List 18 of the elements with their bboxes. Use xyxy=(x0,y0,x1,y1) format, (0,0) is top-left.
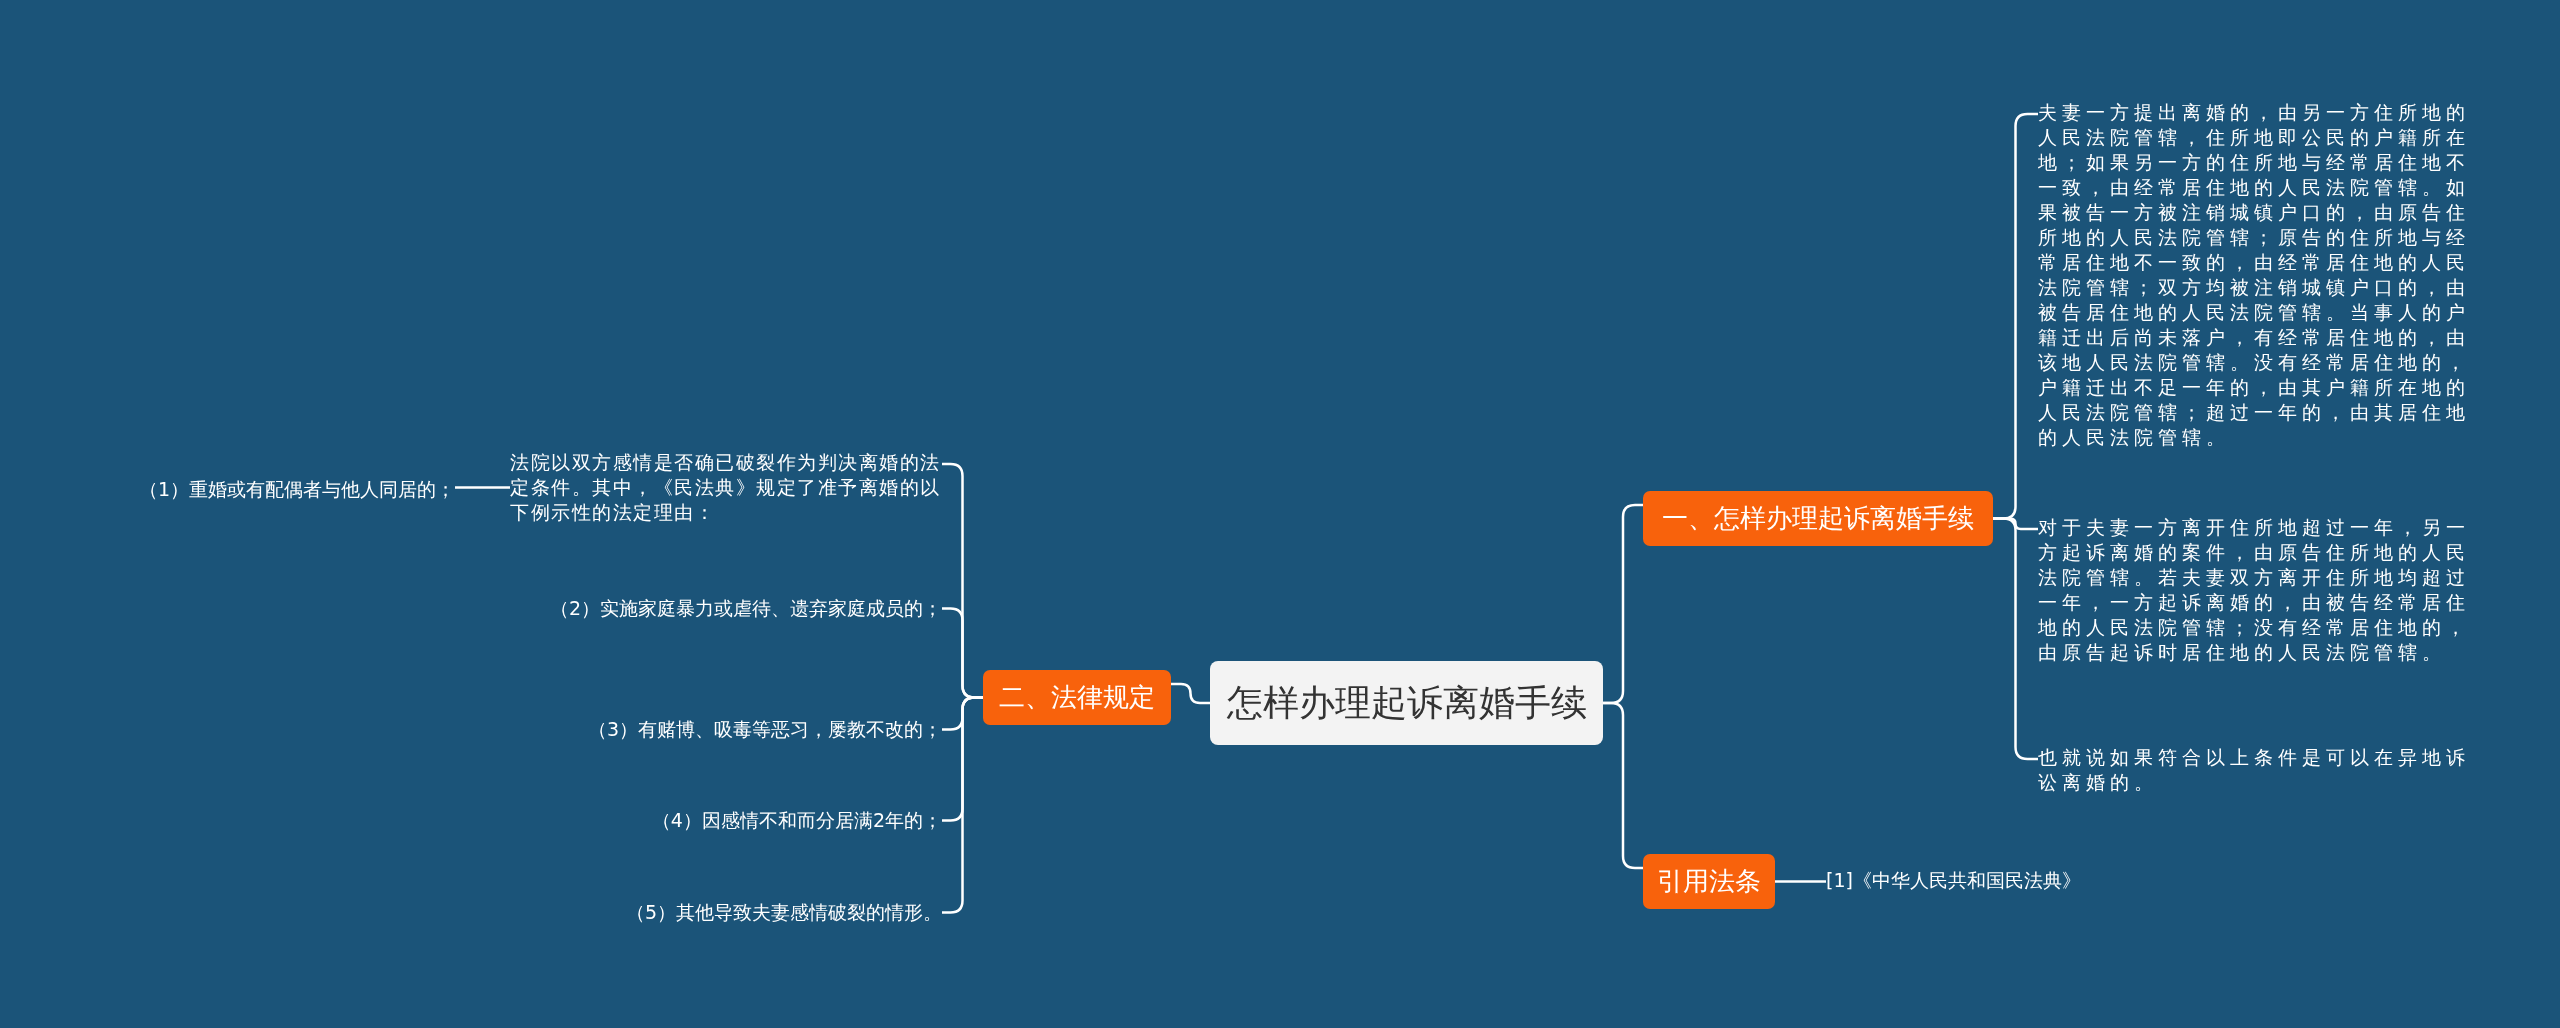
note-text: （3）有赌博、吸毒等恶习，屡教不改的； xyxy=(470,717,942,742)
connector-line xyxy=(1603,701,1643,870)
note-text: （2）实施家庭暴力或虐待、遗弃家庭成员的； xyxy=(470,596,942,621)
note-text: 对于夫妻一方离开住所地超过一年，另一方起诉离婚的案件，由原告住所地的人民法院管辖。若夫妻双方离开住所地均超过一年，一方起诉离婚的，由被告经常居住地的人民法院管辖；没有经常居住地的，由原告起诉时居住地的人民法院管辖。 xyxy=(2038,515,2478,665)
note-text: 夫妻一方提出离婚的，由另一方住所地的人民法院管辖，住所地即公民的户籍所在地；如果另一方的住所地与经常居住地不一致，由经常居住地的人民法院管辖。如果被告一方被注销城镇户口的，由原告住所地的人民法院管辖；原告的住所地与经常居住地不一致的，由经常居住地的人民法院管辖；双方均被注销城镇户口的，由被告居住地的人民法院管辖。当事人的户籍迁出后尚未落户，有经常居住地的，由该地人民法院管辖。没有经常居住地的，户籍迁出不足一年的，由其户籍所在地的人民法院管辖；超过一年的，由其居住地的人民法院管辖。 xyxy=(2038,100,2478,450)
note-text: （5）其他导致夫妻感情破裂的情形。 xyxy=(470,900,942,925)
connector-line xyxy=(455,486,510,489)
connector-line xyxy=(1775,880,1826,883)
connector-line xyxy=(1171,682,1210,705)
note-text: [1]《中华人民共和国民法典》 xyxy=(1826,868,2156,893)
note-text: 也就说如果符合以上条件是可以在异地诉讼离婚的。 xyxy=(2038,745,2478,795)
note-text: （1）重婚或有配偶者与他人同居的； xyxy=(60,477,455,502)
central-topic: 怎样办理起诉离婚手续 xyxy=(1210,661,1603,745)
topic-box: 一、怎样办理起诉离婚手续 xyxy=(1643,491,1993,546)
note-text: 法院以双方感情是否确已破裂作为判决离婚的法定条件。其中，《民法典》规定了准予离婚的以下例示性的法定理由： xyxy=(510,450,942,525)
topic-box: 二、法律规定 xyxy=(983,670,1171,725)
note-text: （4）因感情不和而分居满2年的； xyxy=(470,808,942,833)
topic-box: 引用法条 xyxy=(1643,854,1775,909)
